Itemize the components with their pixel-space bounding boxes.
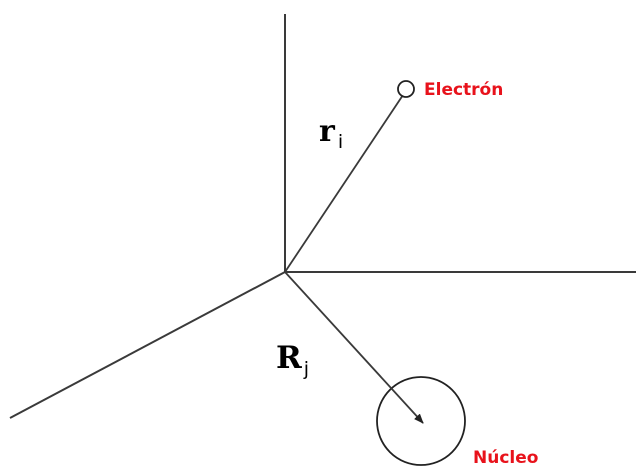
electron-circle	[397, 80, 415, 98]
nucleus-vector-symbol: R	[276, 340, 302, 376]
nucleus-vector-subscript: j	[303, 358, 309, 380]
electron-vector-subscript: i	[338, 131, 343, 153]
electron-label: Electrón	[424, 80, 503, 100]
electron-position-vector	[284, 94, 404, 273]
y-axis	[9, 271, 286, 419]
nucleus-label: Núcleo	[473, 448, 538, 468]
nucleus-position-vector	[284, 271, 424, 424]
electron-vector-symbol: r	[319, 114, 336, 149]
